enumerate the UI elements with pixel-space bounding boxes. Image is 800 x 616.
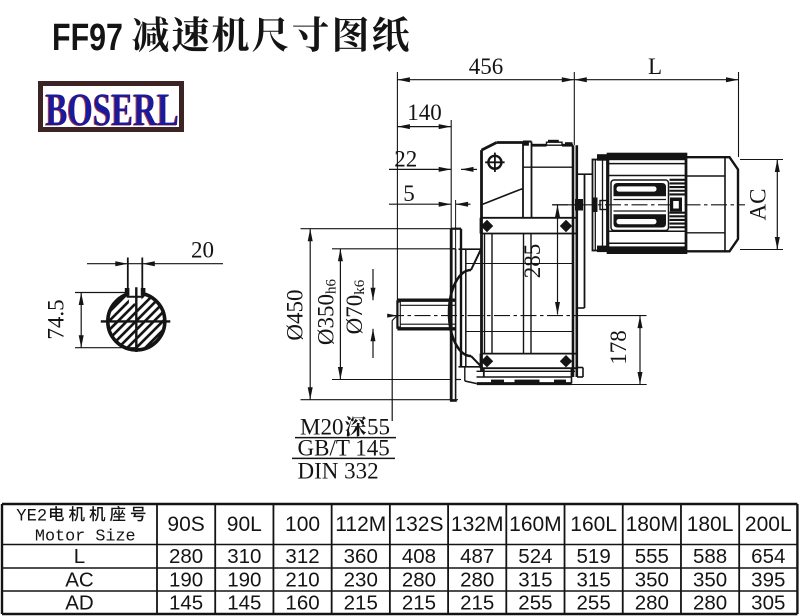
svg-text:280: 280 [402, 568, 436, 591]
svg-text:215: 215 [460, 591, 494, 614]
svg-text:140: 140 [407, 100, 442, 125]
svg-text:BOSERL: BOSERL [45, 84, 178, 136]
svg-text:312: 312 [285, 545, 319, 568]
svg-text:519: 519 [577, 545, 611, 568]
svg-text:456: 456 [469, 54, 504, 79]
svg-text:132M: 132M [451, 513, 504, 536]
svg-text:90L: 90L [227, 513, 262, 536]
svg-text:588: 588 [693, 545, 727, 568]
svg-text:160L: 160L [570, 513, 617, 536]
svg-text:280: 280 [460, 568, 494, 591]
svg-text:285: 285 [520, 244, 545, 279]
svg-text:AD: AD [65, 591, 93, 614]
svg-text:305: 305 [751, 591, 785, 614]
svg-text:55: 55 [367, 415, 390, 440]
svg-text:145: 145 [169, 591, 203, 614]
svg-text:L: L [74, 545, 85, 568]
svg-text:GB/T 145: GB/T 145 [298, 436, 390, 461]
svg-text:BOSERL: BOSERL [46, 83, 179, 135]
svg-text:M20: M20 [300, 415, 343, 440]
svg-text:654: 654 [751, 545, 785, 568]
svg-text:210: 210 [285, 568, 319, 591]
svg-text:YE2: YE2 [16, 507, 47, 526]
svg-text:Ø350h6: Ø350h6 [314, 278, 340, 345]
svg-text:20: 20 [191, 238, 214, 263]
svg-text:L: L [648, 54, 662, 79]
svg-text:555: 555 [635, 545, 669, 568]
svg-text:350: 350 [693, 568, 727, 591]
svg-text:360: 360 [344, 545, 378, 568]
svg-text:200L: 200L [745, 513, 792, 536]
svg-text:74.5: 74.5 [44, 299, 69, 339]
svg-text:215: 215 [344, 591, 378, 614]
svg-text:255: 255 [577, 591, 611, 614]
svg-text:100: 100 [285, 513, 320, 536]
svg-text:132S: 132S [394, 513, 443, 536]
svg-text:180M: 180M [626, 513, 679, 536]
svg-text:190: 190 [227, 568, 261, 591]
svg-text:22: 22 [394, 147, 417, 172]
svg-text:255: 255 [518, 591, 552, 614]
svg-text:315: 315 [577, 568, 611, 591]
svg-text:112M: 112M [335, 513, 386, 536]
svg-text:310: 310 [227, 545, 261, 568]
svg-text:315: 315 [518, 568, 552, 591]
svg-text:160: 160 [285, 591, 319, 614]
svg-text:160M: 160M [509, 513, 562, 536]
svg-text:90S: 90S [167, 513, 204, 536]
svg-text:DIN 332: DIN 332 [298, 459, 379, 484]
svg-text:487: 487 [460, 545, 494, 568]
svg-text:350: 350 [635, 568, 669, 591]
svg-text:395: 395 [751, 568, 785, 591]
svg-text:Motor Size: Motor Size [35, 527, 136, 546]
svg-text:180L: 180L [687, 513, 734, 536]
svg-text:190: 190 [169, 568, 203, 591]
svg-text:AC: AC [65, 568, 94, 591]
svg-text:280: 280 [169, 545, 203, 568]
svg-text:AC: AC [746, 189, 771, 221]
svg-text:145: 145 [227, 591, 261, 614]
svg-text:FF97: FF97 [52, 17, 123, 59]
svg-text:280: 280 [693, 591, 727, 614]
svg-text:524: 524 [518, 545, 552, 568]
svg-text:5: 5 [403, 181, 415, 206]
svg-text:408: 408 [402, 545, 436, 568]
svg-text:230: 230 [344, 568, 378, 591]
svg-text:178: 178 [606, 330, 631, 365]
svg-text:215: 215 [402, 591, 436, 614]
svg-text:280: 280 [635, 591, 669, 614]
svg-text:Ø450: Ø450 [283, 289, 308, 340]
